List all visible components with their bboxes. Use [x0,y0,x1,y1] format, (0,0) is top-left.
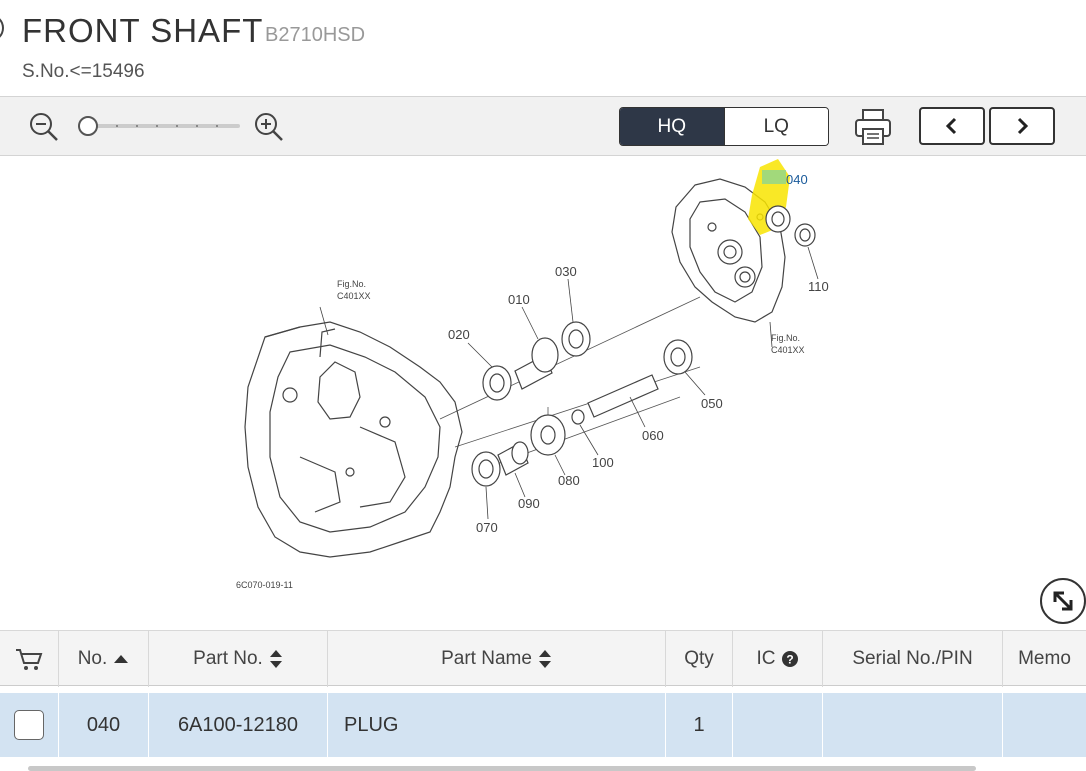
part-100[interactable] [571,409,585,425]
diagram-toolbar: HQ LQ [0,96,1086,156]
callout-080[interactable]: 080 [558,473,580,488]
zoom-out-icon [30,113,58,141]
part-050-shaft[interactable] [587,374,659,418]
no-column-header[interactable]: No. [59,631,149,687]
lq-button[interactable]: LQ [723,108,828,145]
table-row[interactable]: 040 6A100-12180 PLUG 1 [0,693,1086,757]
fig-ref-left-line2: C401XX [337,291,371,301]
row-memo [1003,693,1086,757]
page-title: FRONT SHAFT [22,12,264,49]
printer-icon [855,109,891,145]
parts-table-header: No. Part No. Part Name Qty IC ? Serial N… [0,630,1086,687]
fig-ref-right-line1: Fig.No. [771,333,800,343]
callout-040[interactable]: 040 [786,172,808,187]
callout-010[interactable]: 010 [508,292,530,307]
transmission-housing-left [244,321,463,558]
ic-column-header: IC ? [733,631,823,687]
page-header: FRONT SHAFT B2710HSD S.No.<=15496 [0,0,1086,96]
horizontal-scrollbar[interactable] [28,766,976,771]
fig-ref-right-line2: C401XX [771,345,805,355]
zoom-slider-knob[interactable] [78,116,98,136]
part-name-column-header[interactable]: Part Name [328,631,666,687]
svg-text:?: ? [786,653,793,667]
memo-column-header: Memo [1018,648,1071,669]
row-no: 040 [59,693,149,757]
exploded-view-drawing: 040 110 030 010 020 050 060 100 080 090 … [236,159,829,590]
row-qty: 1 [666,693,733,757]
help-icon[interactable]: ? [781,650,799,668]
cart-icon [16,649,43,670]
expand-arrows-icon [1053,591,1073,611]
callout-110[interactable]: 110 [808,279,829,294]
row-part-name: PLUG [328,693,666,757]
sort-icon [538,650,551,668]
next-button[interactable] [989,107,1055,145]
zoom-in-icon [255,113,283,141]
parts-diagram: 040 110 030 010 020 050 060 100 080 090 … [0,157,1086,608]
callout-070[interactable]: 050 [701,396,723,411]
part-no-column-header[interactable]: Part No. [149,631,328,687]
previous-button[interactable] [919,107,985,145]
back-icon[interactable] [0,14,4,42]
zoom-slider-track [84,124,240,128]
sort-icon [269,650,282,668]
callout-050[interactable]: 060 [642,428,664,443]
callout-100[interactable]: 100 [592,455,614,470]
sort-ascending-icon [114,655,129,663]
zoom-out-button[interactable] [28,111,60,143]
print-button[interactable] [853,107,893,147]
zoom-slider[interactable] [78,116,242,136]
serial-range: S.No.<=15496 [22,61,145,82]
hq-button[interactable]: HQ [620,108,724,145]
qty-column-header: Qty [666,631,733,687]
model-name: B2710HSD [265,24,366,46]
row-ic [733,693,823,757]
serial-column-header: Serial No./PIN [823,631,1003,687]
fig-ref-left-line1: Fig.No. [337,279,366,289]
chevron-left-icon [945,117,957,135]
row-part-no: 6A100-12180 [149,693,328,757]
chevron-right-icon [1017,117,1029,135]
add-to-cart-checkbox[interactable] [14,710,44,740]
expand-diagram-button[interactable] [1040,578,1086,624]
callout-090[interactable]: 090 [518,496,540,511]
callout-020[interactable]: 020 [448,327,470,342]
zoom-in-button[interactable] [253,111,285,143]
callout-060[interactable]: 070 [476,520,498,535]
row-serial [823,693,1003,757]
image-quality-toggle: HQ LQ [619,107,829,146]
callout-030[interactable]: 030 [555,264,577,279]
drawing-code: 6C070-019-11 [236,580,293,590]
cart-column-header[interactable] [0,631,59,687]
